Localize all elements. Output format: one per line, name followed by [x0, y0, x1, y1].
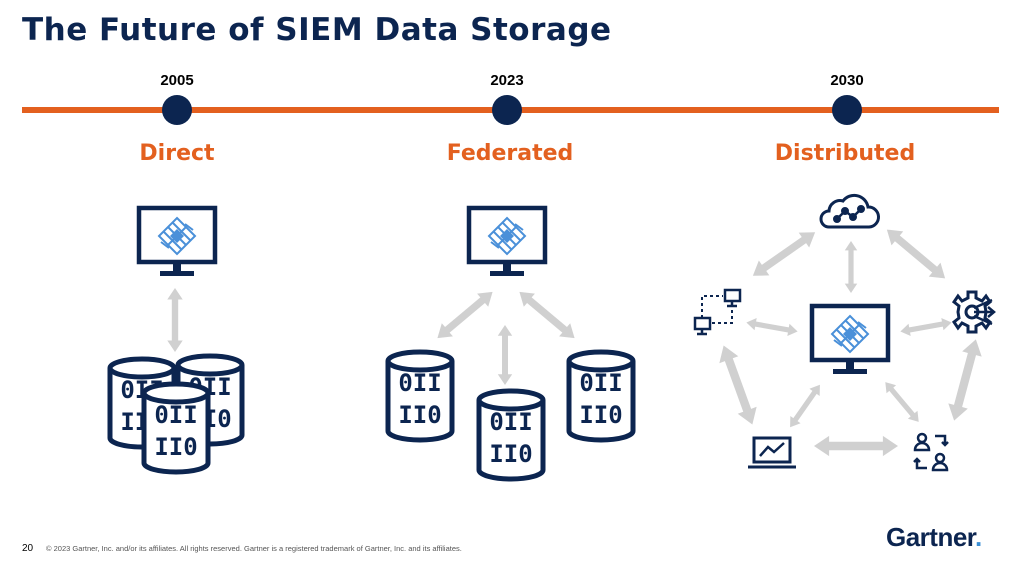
distributed-arrow-cloud-network — [747, 224, 821, 284]
label-direct: Direct — [139, 141, 215, 166]
slide-title: The Future of SIEM Data Storage — [22, 12, 612, 48]
distributed-arrow-gear-users — [944, 336, 986, 424]
distributed-arrow-network-center — [745, 316, 799, 338]
direct-database-icon-front — [144, 384, 208, 472]
gartner-logo: Gartner. — [886, 522, 982, 553]
federated-arrow-left — [431, 285, 499, 345]
distributed-arrow-network-laptop — [714, 342, 762, 428]
label-federated: Federated — [446, 141, 574, 166]
timeline-node-2005 — [162, 95, 192, 125]
timeline-year-2030: 2030 — [830, 72, 864, 89]
federated-arrow-center — [497, 325, 513, 385]
federated-database-icon-center — [479, 391, 543, 479]
label-distributed: Distributed — [774, 141, 916, 166]
distributed-monitor-icon — [812, 306, 888, 374]
distributed-arrow-cloud-gear — [881, 222, 951, 286]
direct-monitor-icon — [139, 208, 215, 276]
federated-database-icon-right — [569, 352, 633, 440]
page-number: 20 — [22, 543, 34, 554]
timeline-node-2023 — [492, 95, 522, 125]
distributed-arrow-laptop-users — [814, 435, 898, 457]
copyright-notice: © 2023 Gartner, Inc. and/or its affiliat… — [46, 544, 462, 553]
timeline-year-2005: 2005 — [160, 72, 194, 89]
logo-dot: . — [975, 522, 982, 552]
cloud-icon — [819, 193, 880, 229]
federated-monitor-icon — [469, 208, 545, 276]
timeline-year-2023: 2023 — [490, 72, 524, 89]
federated-database-icon-left — [388, 352, 452, 440]
distributed-arrow-gear-center — [899, 316, 953, 338]
distributed-arrow-cloud-center — [844, 241, 858, 293]
gear-icon — [951, 290, 996, 334]
federated-arrow-right — [513, 285, 581, 345]
direct-arrow — [167, 288, 183, 352]
distributed-arrow-laptop-center — [784, 381, 826, 431]
timeline-node-2030 — [832, 95, 862, 125]
analytics-icon — [748, 436, 796, 469]
distributed-arrow-users-center — [880, 378, 924, 426]
network-icon — [693, 288, 742, 336]
users-icon — [913, 432, 949, 472]
logo-text: Gartner — [886, 522, 976, 552]
